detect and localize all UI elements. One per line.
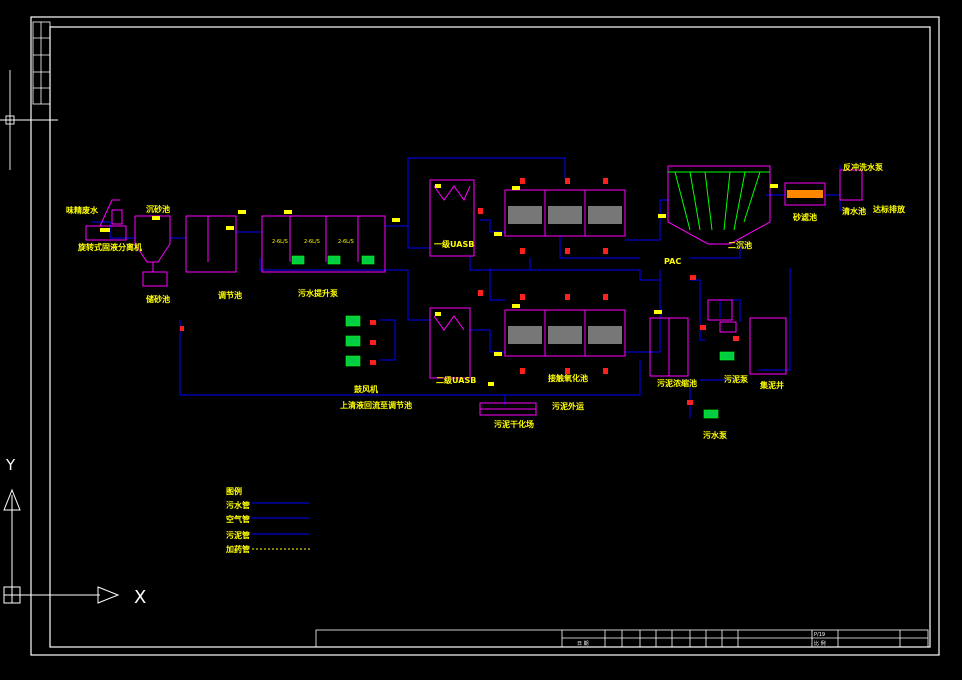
label-pac: PAC [664, 257, 681, 266]
label-grit-chamber: 沉砂池 [146, 204, 170, 214]
label-inlet: 味精废水 [66, 205, 99, 215]
label-screen: 旋转式固液分离机 [77, 242, 142, 252]
legend: 图例 污水管 空气管 污泥管 加药管 [225, 486, 310, 554]
label-filter: 砂滤池 [792, 212, 817, 222]
ucs-y-label: Y [5, 456, 16, 474]
label-equalization: 调节池 [218, 290, 242, 300]
crosshair-cursor-icon [0, 70, 58, 170]
diagram-labels: 味精废水 旋转式固液分离机 沉砂池 储砂池 调节池 污水提升泵 一级UASB 二… [66, 162, 906, 440]
title-block [315, 629, 929, 648]
label-sewage-pump: 污水泵 [703, 430, 727, 440]
label-grit-tank: 储砂池 [145, 294, 170, 304]
label-supernatant: 上清液回流至调节池 [340, 400, 412, 410]
label-mix-well: 集泥井 [759, 380, 784, 390]
label-blower: 鼓风机 [354, 384, 378, 394]
legend-item-sludge: 污泥管 [226, 530, 250, 540]
bio-media [508, 206, 622, 344]
side-tag-block [32, 21, 51, 105]
outer-frame [30, 16, 940, 656]
legend-item-air: 空气管 [226, 514, 250, 524]
label-lift-pump: 污水提升泵 [298, 288, 338, 298]
title-ratio: 比 例 [814, 640, 826, 647]
filter-media [787, 190, 823, 198]
label-discharge: 达标排放 [873, 204, 906, 214]
tag-markers [100, 184, 778, 386]
label-sludge-out: 污泥外运 [552, 401, 584, 411]
label-sludge-pump: 污泥泵 [724, 374, 748, 384]
label-pump-tag-1: 2-6L/S [272, 239, 288, 245]
label-uasb2: 二级UASB [436, 375, 476, 385]
label-backwash: 反冲洗水泵 [843, 162, 883, 172]
label-clarifier: 二沉池 [728, 240, 752, 250]
legend-item-sewage: 污水管 [226, 500, 250, 510]
equipment [85, 165, 863, 416]
label-sludge-thickener: 污泥浓缩池 [657, 378, 697, 388]
valves [180, 178, 739, 405]
label-pump-tag-2: 2-6L/S [304, 239, 320, 245]
ucs-x-label: X [134, 587, 146, 608]
sewage-pipes [92, 157, 865, 418]
label-clear-water: 清水池 [842, 206, 866, 216]
label-uasb1: 一级UASB [434, 239, 474, 249]
label-drying-bed: 污泥干化场 [494, 419, 534, 429]
clarifier-internals [668, 171, 770, 231]
legend-title: 图例 [226, 486, 242, 496]
label-contact-ox: 接触氧化池 [548, 373, 588, 383]
legend-item-dosing: 加药管 [225, 544, 250, 554]
title-date: 日 期 [577, 641, 589, 647]
ucs-axis-icon [3, 488, 120, 604]
label-pump-tag-3: 2-6L/S [338, 239, 354, 245]
pumps [291, 255, 735, 419]
title-page: P/19 [814, 632, 825, 638]
